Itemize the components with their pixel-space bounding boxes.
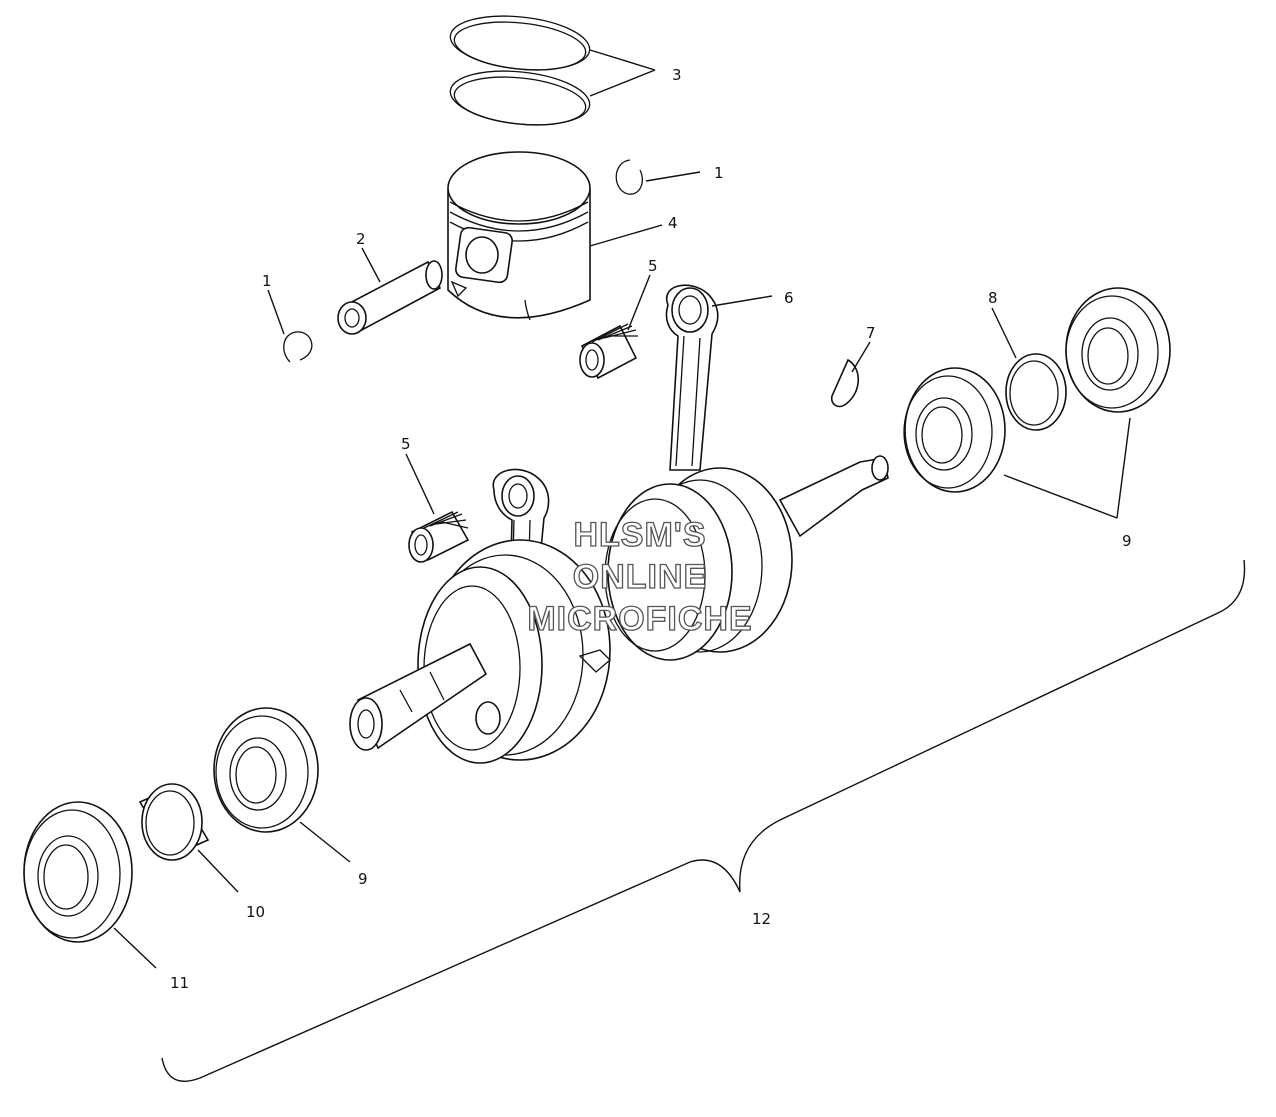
callout-8: 8: [988, 289, 998, 307]
callout-9-right: 9: [1122, 532, 1132, 550]
connecting-rod-upper[interactable]: [665, 284, 719, 471]
callout-12: 12: [752, 910, 771, 928]
callout-labels: 3 1 4 2 1 5 6 7 8 5 9 9 10 12 11: [170, 66, 1132, 992]
callout-6: 6: [784, 289, 794, 307]
piston-ring-lower[interactable]: [448, 65, 593, 131]
callout-1-right: 1: [714, 164, 724, 182]
oil-seal[interactable]: [23, 801, 133, 943]
main-bearing-left[interactable]: [213, 707, 319, 833]
callout-7: 7: [866, 324, 876, 342]
callout-2: 2: [356, 230, 366, 248]
spacer-ring[interactable]: [138, 783, 210, 861]
piston[interactable]: [447, 151, 591, 321]
needle-bearing-big-end[interactable]: [408, 510, 470, 563]
main-bearing-right-outer[interactable]: [1065, 287, 1171, 413]
callout-1-left: 1: [262, 272, 272, 290]
callout-5-upper: 5: [648, 257, 658, 275]
main-bearing-right-inner[interactable]: [903, 367, 1006, 493]
circlip-left[interactable]: [283, 331, 313, 363]
callout-3: 3: [672, 66, 682, 84]
callout-10: 10: [246, 903, 265, 921]
crankshaft[interactable]: [349, 455, 889, 764]
piston-ring-upper[interactable]: [448, 10, 593, 76]
watermark-line-3: MICROFICHE: [527, 600, 752, 638]
piston-pin[interactable]: [337, 260, 443, 335]
watermark: HLSM'S ONLINE MICROFICHE: [527, 515, 753, 638]
leader-lines: [113, 49, 1131, 969]
assembly-bracket: [161, 559, 1246, 1082]
watermark-line-2: ONLINE: [573, 558, 707, 596]
callout-9-left: 9: [358, 870, 368, 888]
shim-ring[interactable]: [1005, 353, 1067, 431]
callout-11: 11: [170, 974, 189, 992]
watermark-line-1: HLSM'S: [573, 516, 706, 554]
circlip-right[interactable]: [615, 159, 643, 195]
callout-5-lower: 5: [401, 435, 411, 453]
needle-bearing-small-end[interactable]: [579, 323, 638, 380]
callout-4: 4: [668, 214, 678, 232]
